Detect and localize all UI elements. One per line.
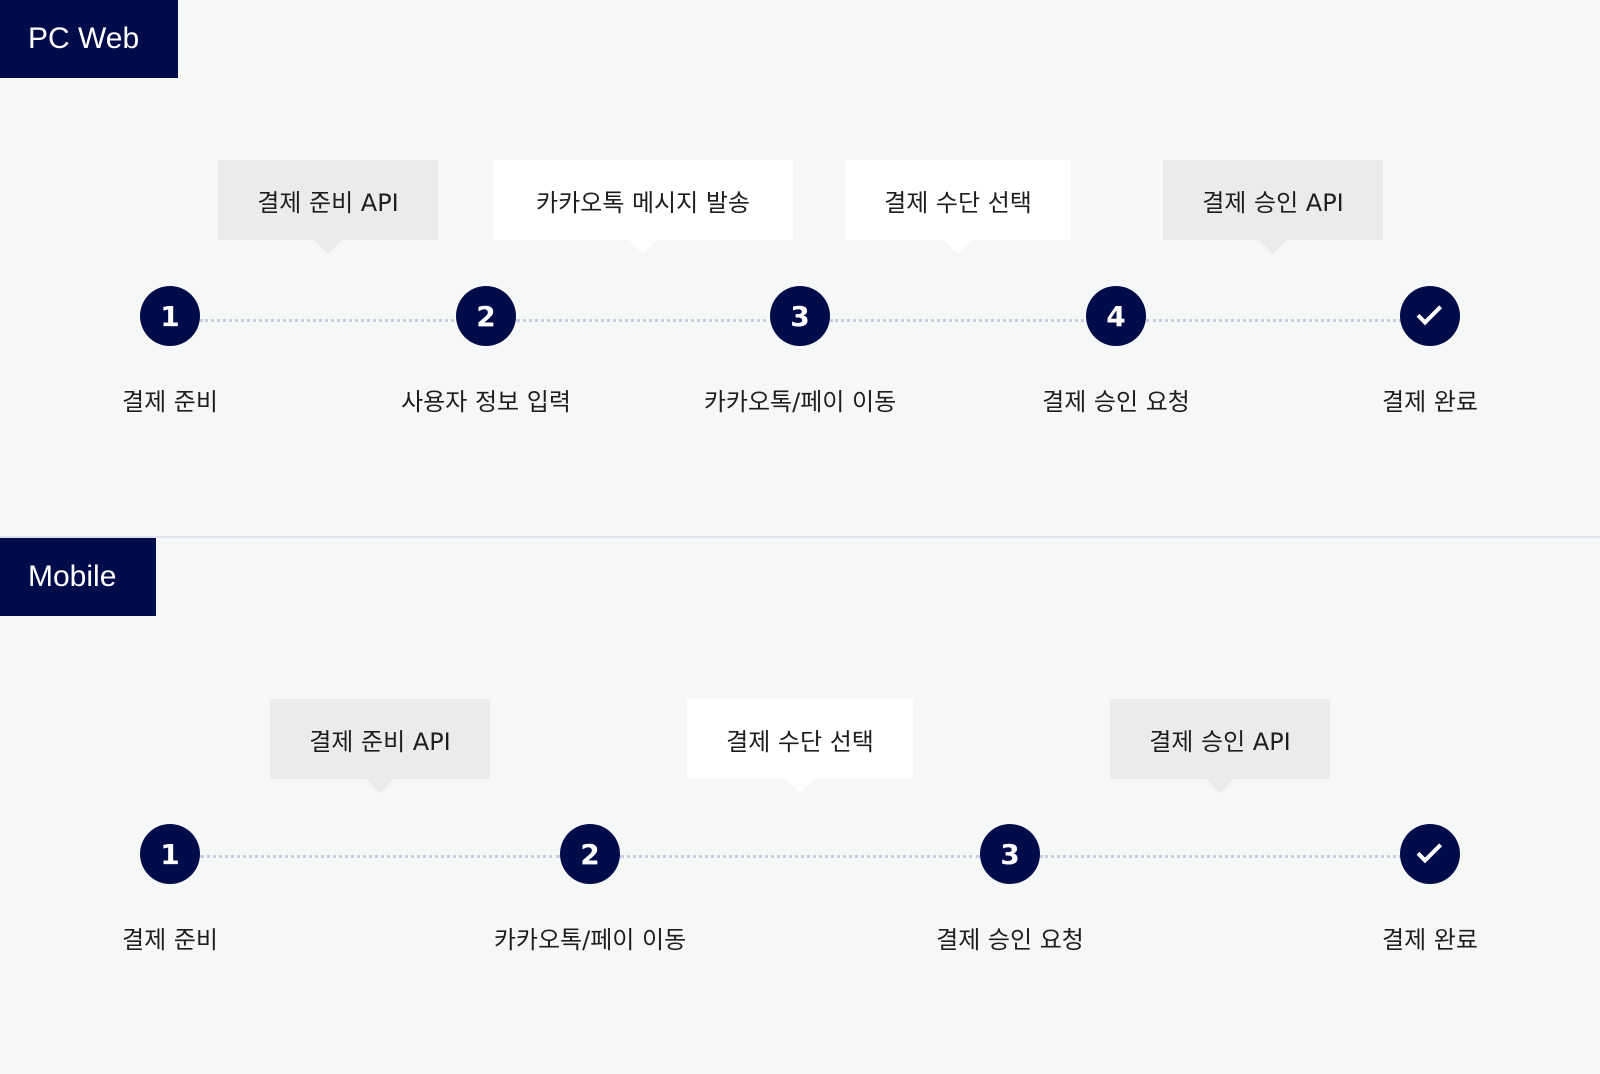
step-number: 4	[1106, 299, 1126, 333]
step-mobile-4-label: 결제 완료	[1382, 926, 1478, 954]
section-title-pc-web: PC Web	[0, 0, 178, 78]
callout-mobile-approve-api: 결제 승인 API	[1110, 699, 1330, 793]
callout-text: 결제 수단 선택	[726, 727, 874, 756]
check-icon	[1416, 837, 1443, 864]
connector-mobile-2-3	[620, 855, 980, 858]
callout-pc-approve-api: 결제 승인 API	[1163, 160, 1383, 254]
connector-pc-2-3	[516, 319, 774, 322]
callout-mobile-payment-method: 결제 수단 선택	[687, 699, 913, 793]
connector-pc-3-4	[830, 319, 1090, 322]
step-mobile-1-label: 결제 준비	[122, 926, 218, 954]
connector-mobile-3-4	[1040, 855, 1402, 858]
section-divider	[0, 536, 1600, 538]
step-pc-2-marker: 2	[456, 286, 516, 346]
step-number: 1	[160, 837, 180, 871]
connector-pc-1-2	[200, 319, 460, 322]
step-mobile-complete-marker	[1400, 824, 1460, 884]
step-mobile-2-marker: 2	[560, 824, 620, 884]
step-mobile-3-label: 결제 승인 요청	[936, 926, 1084, 954]
step-number: 1	[160, 299, 180, 333]
step-mobile-2-label: 카카오톡/페이 이동	[493, 926, 687, 954]
callout-text: 결제 승인 API	[1149, 727, 1291, 756]
callout-text: 카카오톡 메시지 발송	[536, 188, 750, 217]
check-icon	[1416, 299, 1443, 326]
step-pc-4-marker: 4	[1086, 286, 1146, 346]
step-number: 2	[580, 837, 600, 871]
step-pc-complete-marker	[1400, 286, 1460, 346]
callout-pc-ready-api: 결제 준비 API	[218, 160, 438, 254]
callout-mobile-ready-api: 결제 준비 API	[270, 699, 490, 793]
connector-pc-4-5	[1146, 319, 1402, 322]
callout-pc-kakaotalk-message: 카카오톡 메시지 발송	[493, 160, 793, 254]
callout-text: 결제 수단 선택	[884, 188, 1032, 217]
callout-text: 결제 준비 API	[309, 727, 451, 756]
connector-mobile-1-2	[200, 855, 560, 858]
step-number: 2	[476, 299, 496, 333]
step-number: 3	[790, 299, 810, 333]
step-pc-3-marker: 3	[770, 286, 830, 346]
callout-text: 결제 준비 API	[257, 188, 399, 217]
step-pc-1-marker: 1	[140, 286, 200, 346]
step-number: 3	[1000, 837, 1020, 871]
step-pc-2-label: 사용자 정보 입력	[401, 388, 571, 416]
step-pc-5-label: 결제 완료	[1382, 388, 1478, 416]
step-mobile-1-marker: 1	[140, 824, 200, 884]
callout-pc-payment-method: 결제 수단 선택	[845, 160, 1071, 254]
step-pc-4-label: 결제 승인 요청	[1042, 388, 1190, 416]
section-title-mobile: Mobile	[0, 538, 156, 616]
step-pc-3-label: 카카오톡/페이 이동	[703, 388, 897, 416]
step-mobile-3-marker: 3	[980, 824, 1040, 884]
step-pc-1-label: 결제 준비	[122, 388, 218, 416]
callout-text: 결제 승인 API	[1202, 188, 1344, 217]
